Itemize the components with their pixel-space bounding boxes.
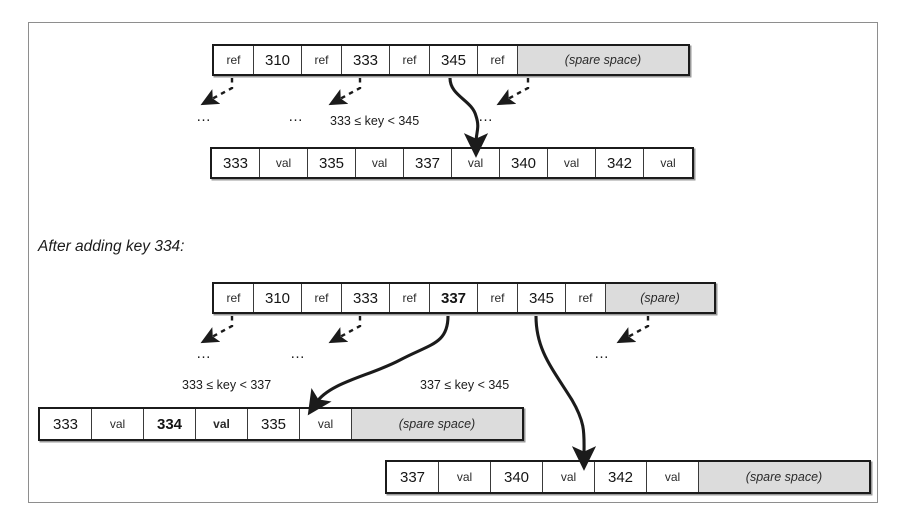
before-range-label: 333 ≤ key < 345 [330, 114, 420, 128]
before-leaf-cell-1: val [260, 149, 308, 177]
after-root-cell-4: ref [390, 284, 430, 312]
after-root-cell-7: 345 [518, 284, 566, 312]
before-root-cell-0: ref [214, 46, 254, 74]
before-leaf-cell-9: val [644, 149, 692, 177]
after-leaf-left-cell-0: 333 [40, 409, 92, 439]
after-root-cell-6: ref [478, 284, 518, 312]
after-root-cell-9: (spare) [606, 284, 714, 312]
after-leaf-right-cell-2: 340 [491, 462, 543, 492]
before-ellipsis-1: … [196, 108, 213, 125]
before-root-cell-2: ref [302, 46, 342, 74]
after-root-cell-0: ref [214, 284, 254, 312]
after-root-cell-2: ref [302, 284, 342, 312]
before-root-cell-7: (spare space) [518, 46, 688, 74]
before-leaf-cell-5: val [452, 149, 500, 177]
after-leaf-left-cell-2: 334 [144, 409, 196, 439]
after-leaf-right-cell-1: val [439, 462, 491, 492]
before-root-cell-3: 333 [342, 46, 390, 74]
before-leaf-cell-6: 340 [500, 149, 548, 177]
after-root-cell-3: 333 [342, 284, 390, 312]
after-root-cell-8: ref [566, 284, 606, 312]
before-leaf-cell-4: 337 [404, 149, 452, 177]
after-leaf-right-cell-4: 342 [595, 462, 647, 492]
after-leaf-right-cell-0: 337 [387, 462, 439, 492]
after-leaf-right-cell-3: val [543, 462, 595, 492]
before-root-cell-4: ref [390, 46, 430, 74]
before-leaf-cell-7: val [548, 149, 596, 177]
after-range-label-left: 333 ≤ key < 337 [182, 378, 272, 392]
after-ellipsis-1: … [196, 345, 213, 362]
after-leaf-left-cell-4: 335 [248, 409, 300, 439]
after-leaf-left-cell-5: val [300, 409, 352, 439]
after-root-cell-1: 310 [254, 284, 302, 312]
after-range-label-right: 337 ≤ key < 345 [420, 378, 510, 392]
before-leaf-cell-8: 342 [596, 149, 644, 177]
before-root-cell-1: 310 [254, 46, 302, 74]
before-ellipsis-2: … [288, 108, 305, 125]
after-leaf-left-cell-3: val [196, 409, 248, 439]
before-ellipsis-3: … [478, 108, 495, 125]
after-root-cell-5: 337 [430, 284, 478, 312]
before-leaf-cell-3: val [356, 149, 404, 177]
before-leaf-cell-0: 333 [212, 149, 260, 177]
before-leaf-cell-2: 335 [308, 149, 356, 177]
after-leaf-right-cell-6: (spare space) [699, 462, 869, 492]
after-ellipsis-3: … [594, 345, 611, 362]
before-root-cell-6: ref [478, 46, 518, 74]
after-ellipsis-2: … [290, 345, 307, 362]
after-leaf-left-cell-6: (spare space) [352, 409, 522, 439]
after-leaf-right-cell-5: val [647, 462, 699, 492]
figure-caption: After adding key 334: [38, 238, 185, 255]
before-root-cell-5: 345 [430, 46, 478, 74]
after-leaf-left-cell-1: val [92, 409, 144, 439]
